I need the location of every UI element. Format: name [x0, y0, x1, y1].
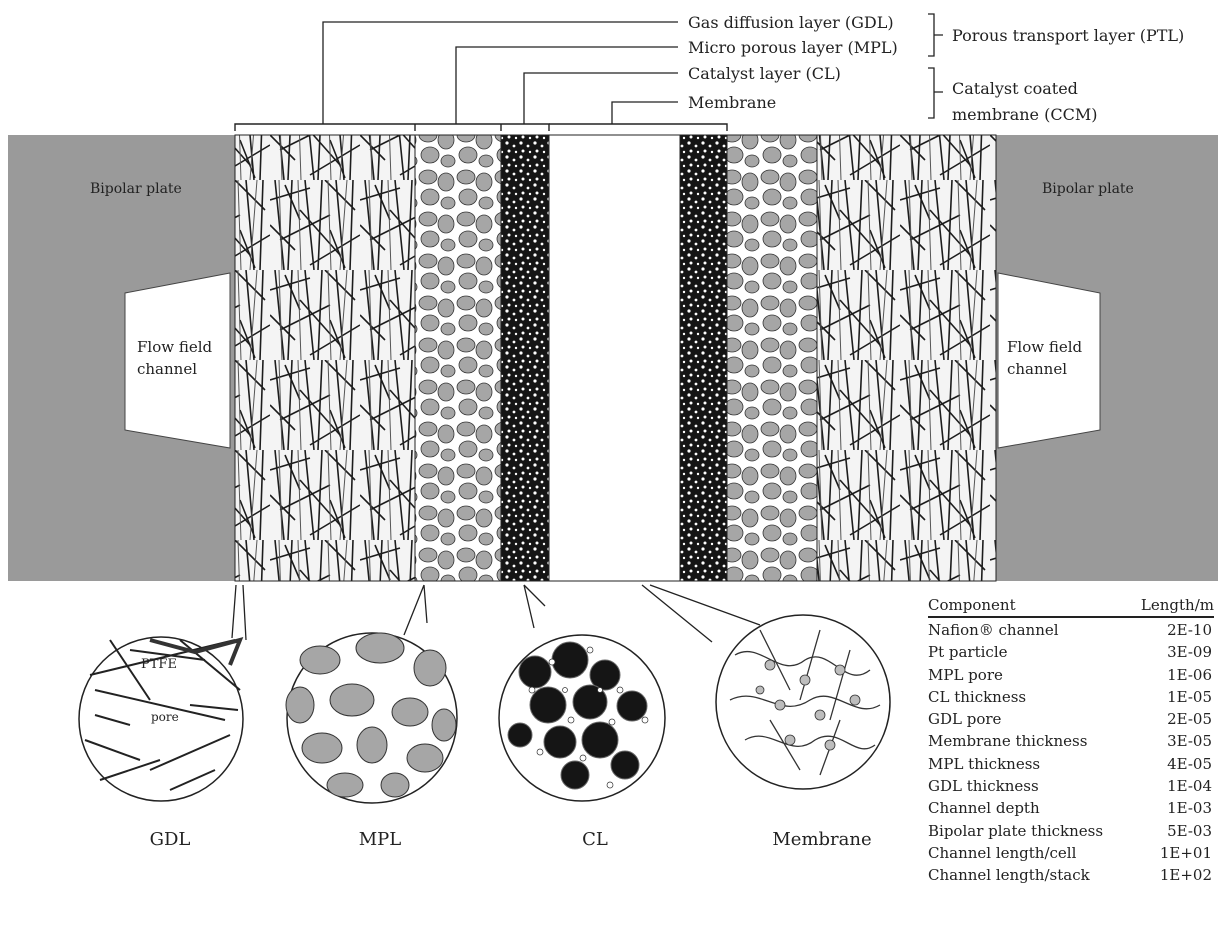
cl-zoom-circle [499, 635, 665, 801]
zoom-callouts [232, 585, 760, 642]
mpl-zoom-caption: MPL [359, 829, 402, 850]
gdl-layer-left [235, 135, 415, 581]
membrane-label: Membrane [688, 93, 776, 112]
cl-zoom-caption: CL [582, 829, 608, 850]
table-row: Nafion® channel 2E-10 [928, 619, 1214, 641]
row-component: GDL pore [928, 708, 1001, 730]
bipolar-plate-label-left: Bipolar plate [90, 181, 182, 197]
gdl-layer-right [817, 135, 996, 581]
row-length: 1E-03 [1167, 797, 1214, 819]
table-row: MPL pore 1E-06 [928, 664, 1214, 686]
row-component: MPL pore [928, 664, 1003, 686]
mpl-layer-right [727, 135, 817, 581]
thickness-bracket [235, 124, 727, 131]
row-length: 2E-10 [1167, 619, 1214, 641]
cl-layer-left [501, 135, 549, 581]
table-row: Channel length/stack 1E+02 [928, 864, 1214, 886]
row-length: 1E+02 [1160, 864, 1214, 886]
cl-label: Catalyst layer (CL) [688, 64, 841, 83]
row-component: Channel length/stack [928, 864, 1090, 886]
row-component: Channel length/cell [928, 842, 1076, 864]
group-brackets [928, 14, 943, 118]
row-length: 5E-03 [1167, 820, 1214, 842]
ccm-label-line1: Catalyst coated [952, 79, 1078, 98]
row-component: Pt particle [928, 641, 1008, 663]
flow-channel-label-right-2: channel [1007, 360, 1067, 378]
table-row: CL thickness 1E-05 [928, 686, 1214, 708]
flow-channel-label-right-1: Flow field [1007, 338, 1083, 356]
bipolar-plate-label-right: Bipolar plate [1042, 181, 1134, 197]
header-component: Component [928, 596, 1016, 614]
table-row: GDL pore 2E-05 [928, 708, 1214, 730]
mpl-zoom-circle [286, 633, 457, 803]
row-component: Nafion® channel [928, 619, 1059, 641]
row-component: Channel depth [928, 797, 1040, 819]
table-row: Bipolar plate thickness 5E-03 [928, 820, 1214, 842]
flow-channel-label-left-2: channel [137, 360, 197, 378]
row-length: 1E-05 [1167, 686, 1214, 708]
row-component: Membrane thickness [928, 730, 1087, 752]
row-length: 1E-04 [1167, 775, 1214, 797]
row-length: 1E-06 [1167, 664, 1214, 686]
row-length: 4E-05 [1167, 753, 1214, 775]
row-component: CL thickness [928, 686, 1026, 708]
row-component: GDL thickness [928, 775, 1039, 797]
mpl-layer-left [415, 135, 501, 581]
table-header: Component Length/m [928, 596, 1214, 618]
row-component: Bipolar plate thickness [928, 820, 1103, 842]
membrane-zoom-circle [716, 615, 890, 789]
bipolar-plate-left [8, 135, 235, 581]
bipolar-plate-right [996, 135, 1218, 581]
gdl-label: Gas diffusion layer (GDL) [688, 13, 894, 32]
table-row: MPL thickness 4E-05 [928, 753, 1214, 775]
gdl-zoom-circle: PTFE pore [79, 637, 243, 801]
row-length: 3E-05 [1167, 730, 1214, 752]
flow-channel-label-left-1: Flow field [137, 338, 213, 356]
membrane-zoom-caption: Membrane [772, 829, 871, 850]
table-row: Channel depth 1E-03 [928, 797, 1214, 819]
ccm-label-line2: membrane (CCM) [952, 105, 1097, 124]
row-length: 1E+01 [1160, 842, 1214, 864]
gdl-zoom-caption: GDL [150, 829, 191, 850]
pore-label: pore [151, 710, 179, 724]
cl-layer-right [680, 135, 727, 581]
membrane-layer [549, 135, 680, 581]
table-row: GDL thickness 1E-04 [928, 775, 1214, 797]
label-leaders [323, 22, 678, 124]
table-row: Pt particle 3E-09 [928, 641, 1214, 663]
ptfe-label: PTFE [141, 657, 177, 672]
header-length: Length/m [1141, 596, 1214, 614]
row-component: MPL thickness [928, 753, 1040, 775]
ptl-label: Porous transport layer (PTL) [952, 26, 1184, 45]
table-row: Membrane thickness 3E-05 [928, 730, 1214, 752]
row-length: 3E-09 [1167, 641, 1214, 663]
table-row: Channel length/cell 1E+01 [928, 842, 1214, 864]
mpl-label: Micro porous layer (MPL) [688, 38, 898, 57]
row-length: 2E-05 [1167, 708, 1214, 730]
